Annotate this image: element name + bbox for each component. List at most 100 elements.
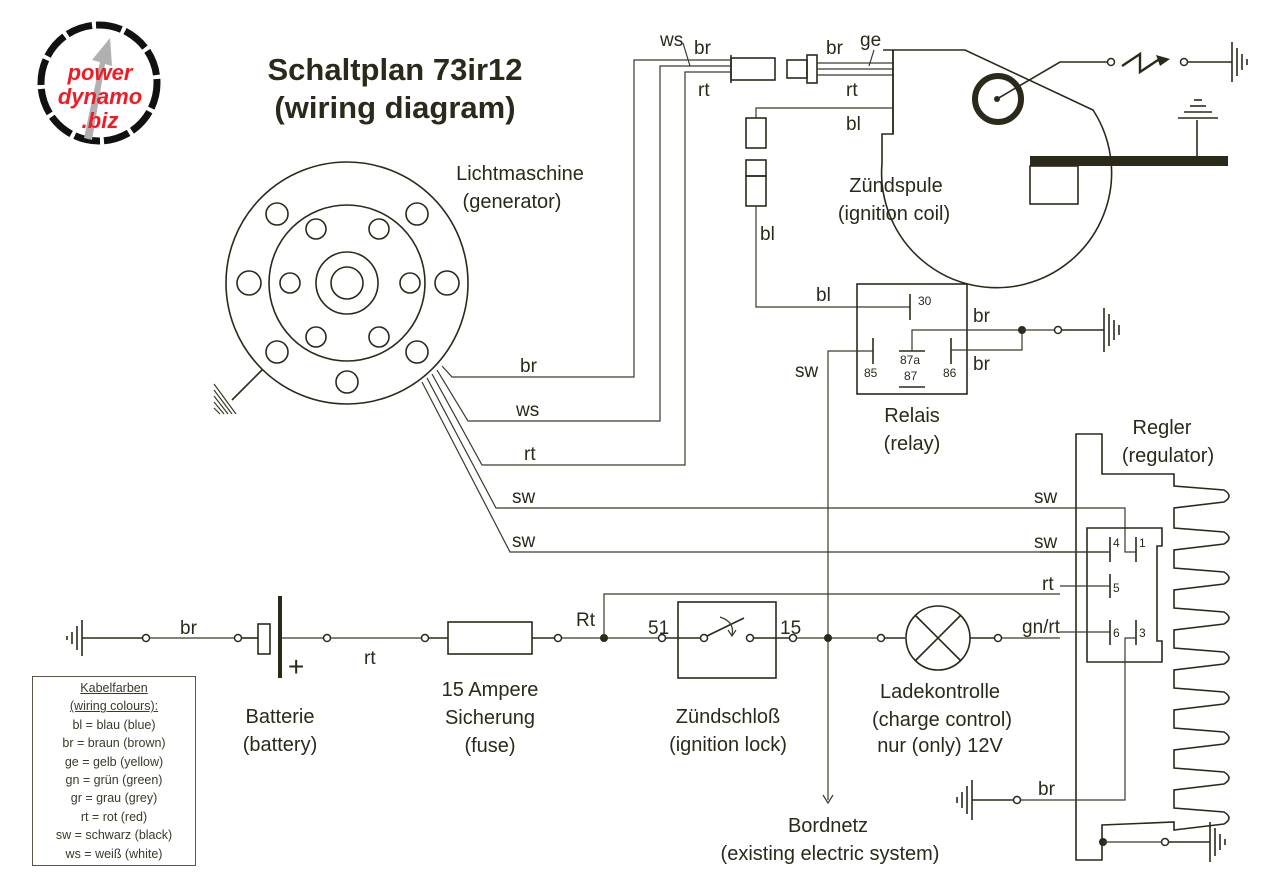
spark-ground-icon [1231,42,1248,82]
legend-item: sw = schwarz (black) [55,828,173,843]
battery-label-en: (battery) [243,734,317,756]
charge-control-label-de: Ladekontrolle [880,681,1000,703]
generator-label-en: (generator) [463,191,562,213]
wire-label-junction-rt: Rt [576,610,596,631]
relay-pin-87a: 87a [900,353,920,367]
wire-label-plug-rt: rt [698,80,710,101]
ignition-lock-pin-51: 51 [648,618,669,639]
wire-label-relay-bl: bl [816,285,831,306]
relay-pin-30: 30 [918,294,932,308]
wire-label-bat-rt: rt [364,648,376,669]
relay-pin-86: 86 [943,366,957,380]
wire-label-coil-rt: rt [846,80,858,101]
fuse-label-line3: (fuse) [464,735,515,757]
regulator-pin-6: 6 [1113,626,1120,640]
battery-negative-plate [257,623,271,655]
wire-label-coil-br: br [826,38,844,59]
bl-wire [745,107,910,308]
wire-label-reg-sw1: sw [1034,487,1058,508]
ignition-coil [880,42,1248,289]
wire-label-coil-ge: ge [860,30,881,51]
legend-title: Kabelfarben [80,681,148,695]
logo-arrow-icon [84,38,112,140]
regulator-ground-icon [1209,822,1226,862]
legend-item: br = braun (brown) [62,736,166,751]
battery-label-de: Batterie [246,706,315,728]
relay-label-en: (relay) [884,433,941,455]
legend-item: gr = grau (grey) [70,791,158,806]
regulator-pin-4: 4 [1113,536,1120,550]
relay-label-de: Relais [884,405,940,427]
legend-item: ws = weiß (white) [65,846,163,861]
bordnetz-label-de: Bordnetz [788,815,868,837]
regulator-br-ground-icon [956,780,973,820]
regulator-label-en: (regulator) [1122,445,1214,467]
charge-control-lamp-icon [905,605,971,671]
regulator-pin-5: 5 [1113,581,1120,595]
wire-label-gen-rt: rt [524,444,536,465]
wire-label-reg-rt: rt [1042,574,1054,595]
title-line1: Schaltplan 73ir12 [267,52,522,87]
wire-label-bat-br: br [180,618,198,639]
spark-gap-icon [1121,51,1159,75]
generator-label-de: Lichtmaschine [456,163,584,185]
fuse-label-line1: 15 Ampere [442,679,539,701]
legend-item: gn = grün (green) [65,773,163,788]
generator-wires [421,59,1126,553]
charge-control-note: nur (only) 12V [877,735,1003,757]
generator [213,161,469,415]
wiring-colour-legend: Kabelfarben (wiring colours): bl = blau … [32,676,196,866]
logo-line2: dynamo [58,84,142,109]
title-line2: (wiring diagram) [274,90,515,125]
relay [822,283,1120,805]
wire-label-gen-ws: ws [515,400,539,421]
wire-label-coil-bl: bl [846,114,861,135]
wire-label-plug-br: br [694,38,712,59]
flywheel-magnet-icon [972,73,1024,125]
logo-line3: .biz [82,108,119,133]
wire-label-relay-sw: sw [795,361,819,382]
switch-blade-icon [706,617,745,637]
ignition-coil-label-en: (ignition coil) [838,203,950,225]
wire-label-gen-sw1: sw [512,487,536,508]
wire-label-reg-sw2: sw [1034,532,1058,553]
plug-connector [682,42,893,84]
wire-label-gen-br: br [520,356,538,377]
fuse-label-line2: Sicherung [445,707,535,729]
logo-line1: power [67,60,134,85]
generator-ground-icon [213,383,237,415]
main-circuit [66,593,1060,679]
ignition-lock-label-en: (ignition lock) [669,734,787,756]
wire-label-reg-gnrt: gn/rt [1022,617,1061,638]
relay-ground-icon [1103,308,1120,352]
regulator-label-de: Regler [1133,417,1192,439]
ignition-lock-pin-15: 15 [780,618,801,639]
wire-label-bl-down: bl [760,224,775,245]
regulator [956,433,1230,862]
relay-pin-85: 85 [864,366,878,380]
logo: power dynamo .biz [37,21,161,145]
wire-label-relay-br1: br [973,306,991,327]
regulator-pin-3: 3 [1139,626,1146,640]
legend-item: bl = blau (blue) [72,717,156,732]
charge-control-label-en: (charge control) [872,709,1012,731]
legend-item: ge = gelb (yellow) [64,754,164,769]
wire-label-relay-br2: br [973,354,991,375]
regulator-pin-1: 1 [1139,536,1146,550]
ignition-lock-label-de: Zündschloß [676,706,781,728]
battery-ground-icon [66,620,83,656]
ignition-lock-box [677,601,777,679]
legend-subtitle: (wiring colours): [69,699,159,714]
breaker-bar [1030,156,1228,166]
relay-pin-87: 87 [904,369,918,383]
wire-label-reg-br: br [1038,779,1056,800]
fuse-body [447,621,533,655]
ignition-coil-label-de: Zündspule [849,175,942,197]
battery-plus-sign: + [288,651,304,682]
legend-item: rt = rot (red) [80,809,148,824]
capacitor-icon [1178,99,1218,119]
wire-label-plug-ws: ws [659,30,683,51]
wire-label-gen-sw2: sw [512,531,536,552]
bordnetz-label-en: (existing electric system) [721,843,940,865]
